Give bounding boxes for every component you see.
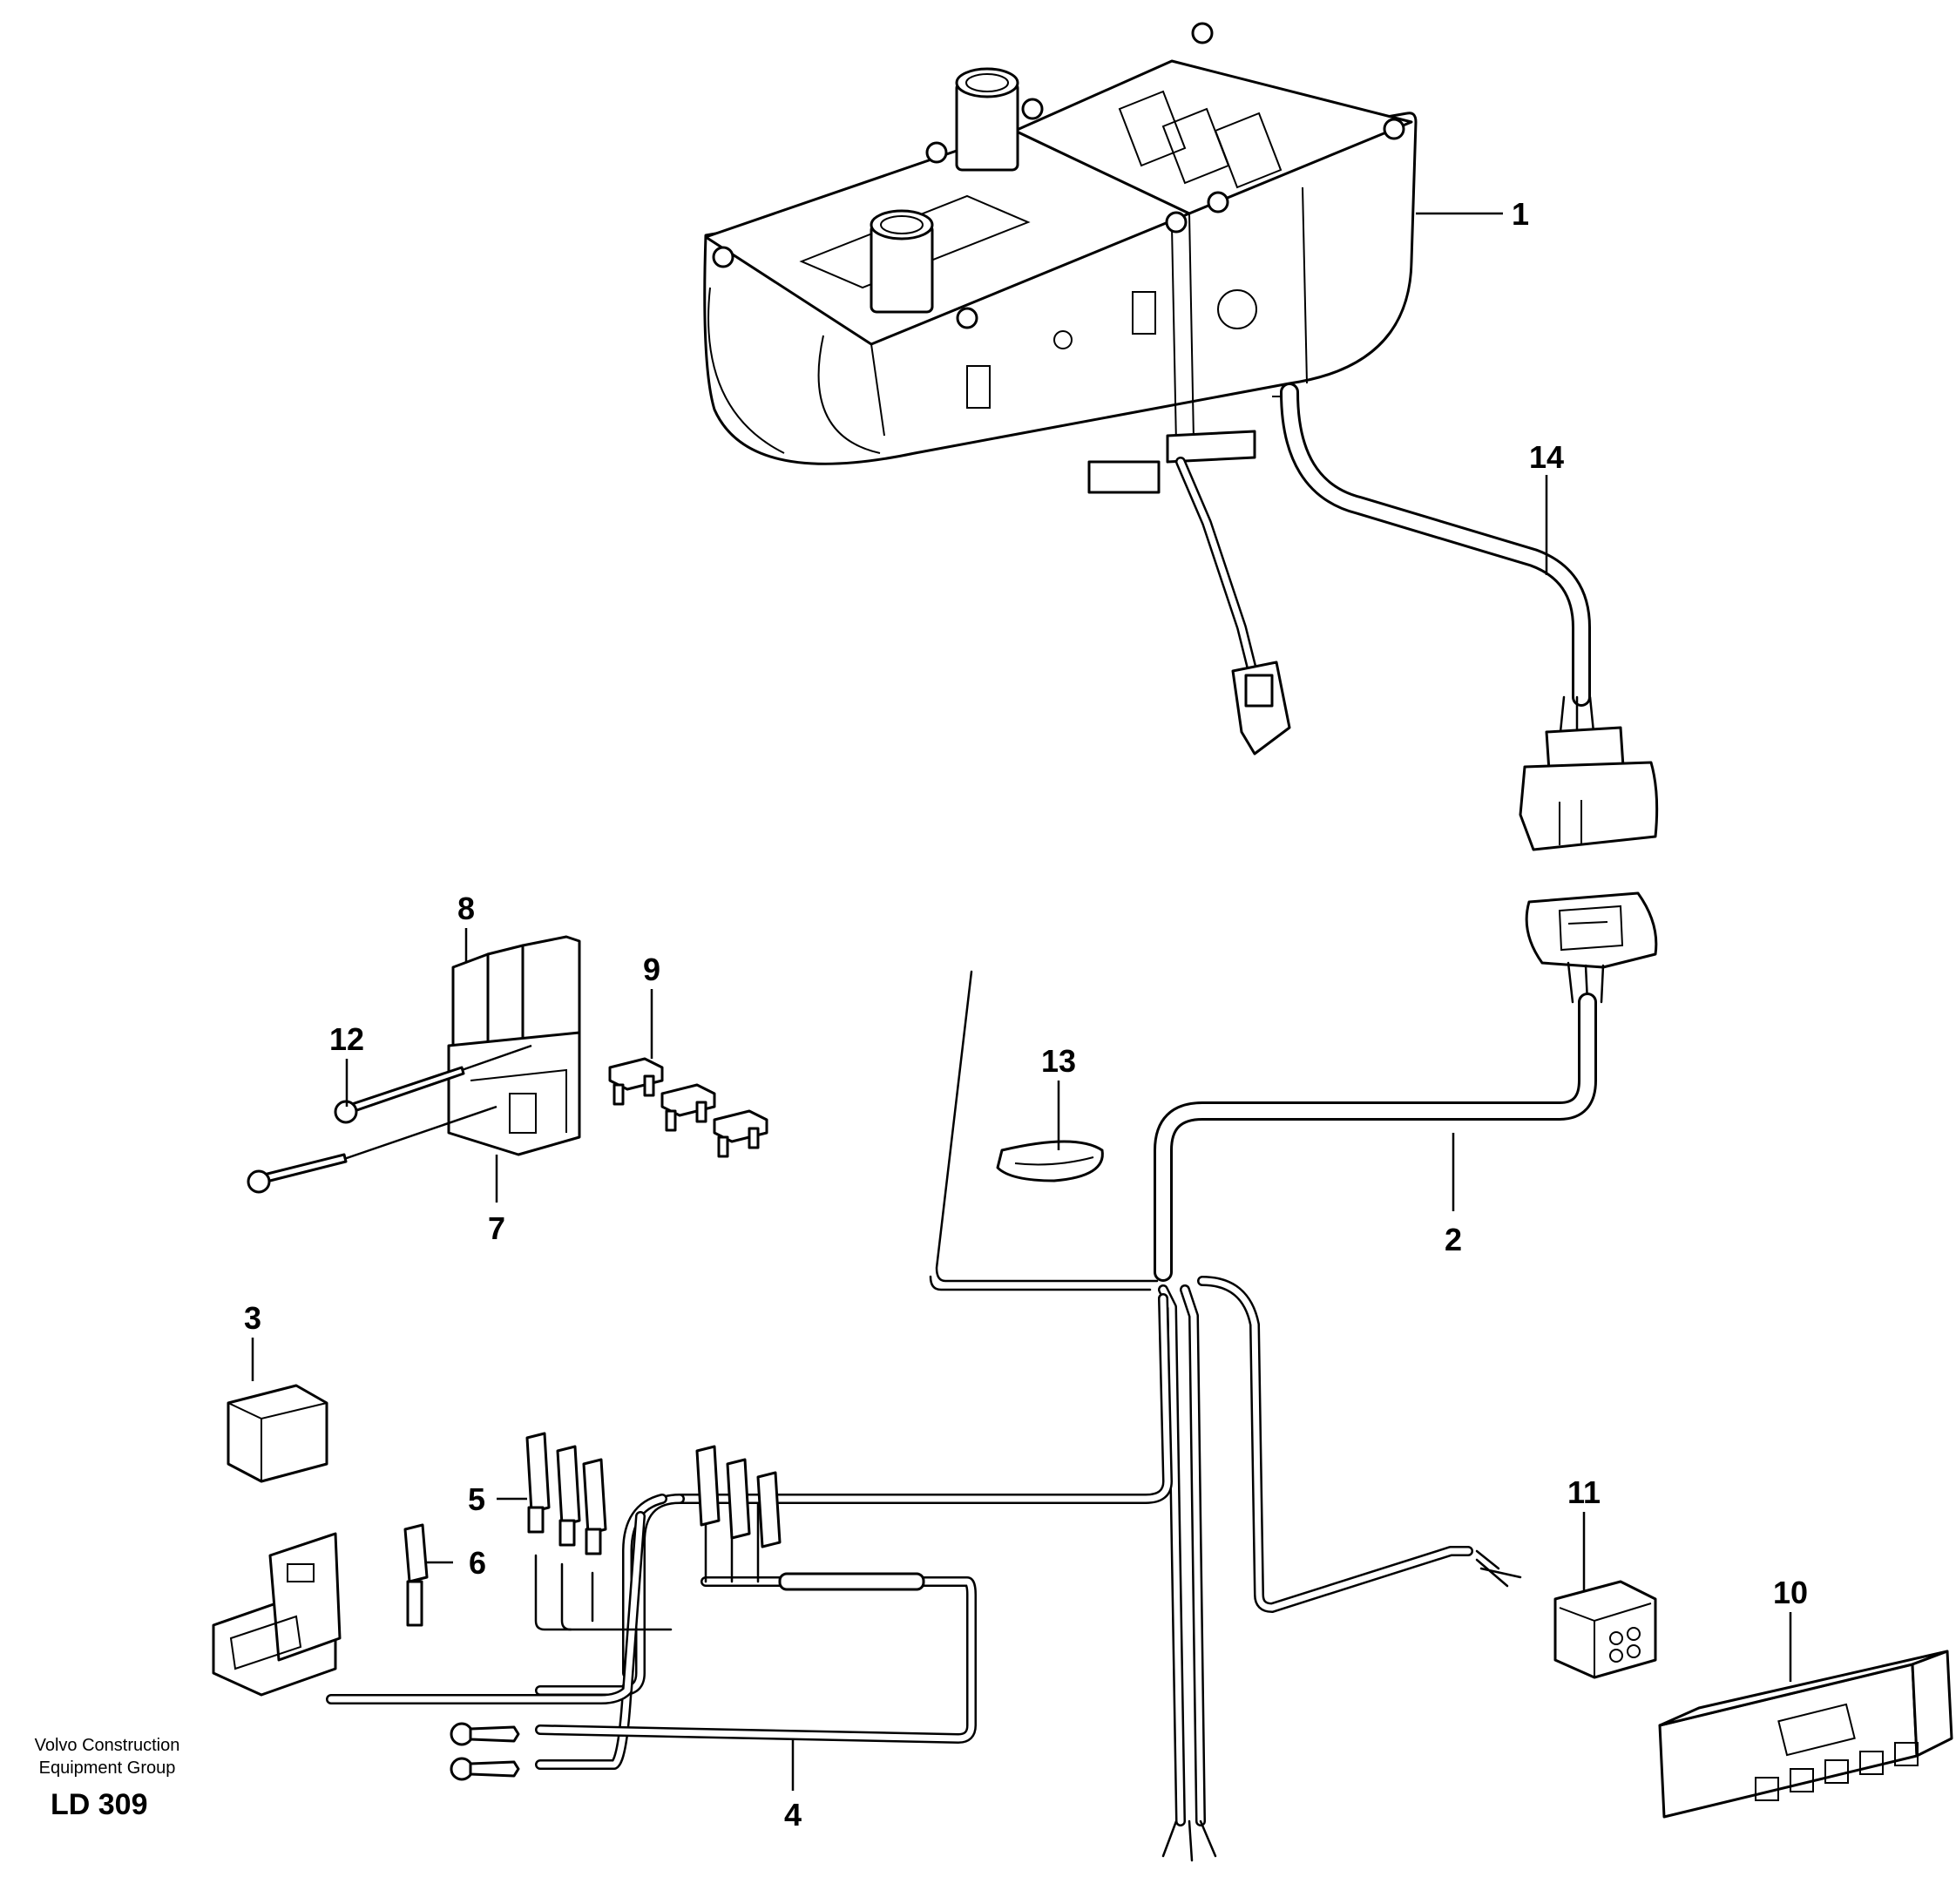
terminal-6 [403, 1523, 429, 1627]
leader-lines [251, 212, 1792, 1791]
callout-3: 3 [244, 1300, 261, 1336]
connector-upper [1519, 695, 1659, 851]
relay-socket [212, 1532, 342, 1697]
coolant-pipe-front [870, 209, 934, 314]
callout-9: 9 [643, 952, 660, 987]
callout-1: 1 [1512, 196, 1529, 232]
cable-tie-13 [996, 1140, 1104, 1182]
callout-8: 8 [457, 891, 475, 926]
callout-11: 11 [1567, 1474, 1601, 1510]
terminals-group [695, 1445, 782, 1548]
callout-12: 12 [329, 1021, 364, 1057]
callout-2: 2 [1445, 1222, 1462, 1257]
lid-screws [712, 22, 1405, 329]
publisher-credit: Volvo Construction Equipment Group LD 30… [7, 1734, 207, 1822]
credit-line-2: Equipment Group [38, 1758, 176, 1778]
callout-13: 13 [1041, 1043, 1076, 1079]
callout-labels: 1 14 2 3 4 5 6 7 8 9 10 11 12 13 [244, 196, 1808, 1833]
coolant-pipe-top [955, 67, 1019, 172]
cable-2-harness [674, 970, 1597, 1862]
harness-4 [326, 1480, 977, 1770]
callout-5: 5 [468, 1481, 485, 1517]
terminals-5 [525, 1432, 607, 1555]
fuse-holder [447, 935, 581, 1156]
callout-7: 7 [488, 1210, 505, 1246]
connector-11 [1553, 1580, 1657, 1679]
heater-side-cable [1175, 457, 1291, 756]
control-panel-10 [1658, 1650, 1953, 1819]
relay-3 [227, 1384, 328, 1483]
callout-6: 6 [469, 1545, 486, 1581]
callout-4: 4 [784, 1797, 802, 1833]
callout-14: 14 [1529, 439, 1564, 475]
screws-12 [247, 1044, 532, 1194]
connector-lower [1525, 891, 1658, 1004]
cable-14 [1280, 383, 1591, 707]
fuses-9 [608, 1057, 768, 1158]
heater-unit [703, 22, 1418, 494]
credit-line-1: Volvo Construction [34, 1736, 180, 1755]
ring-terminals [450, 1722, 520, 1781]
callout-10: 10 [1773, 1575, 1808, 1610]
illustration-code: LD 309 [51, 1788, 148, 1821]
